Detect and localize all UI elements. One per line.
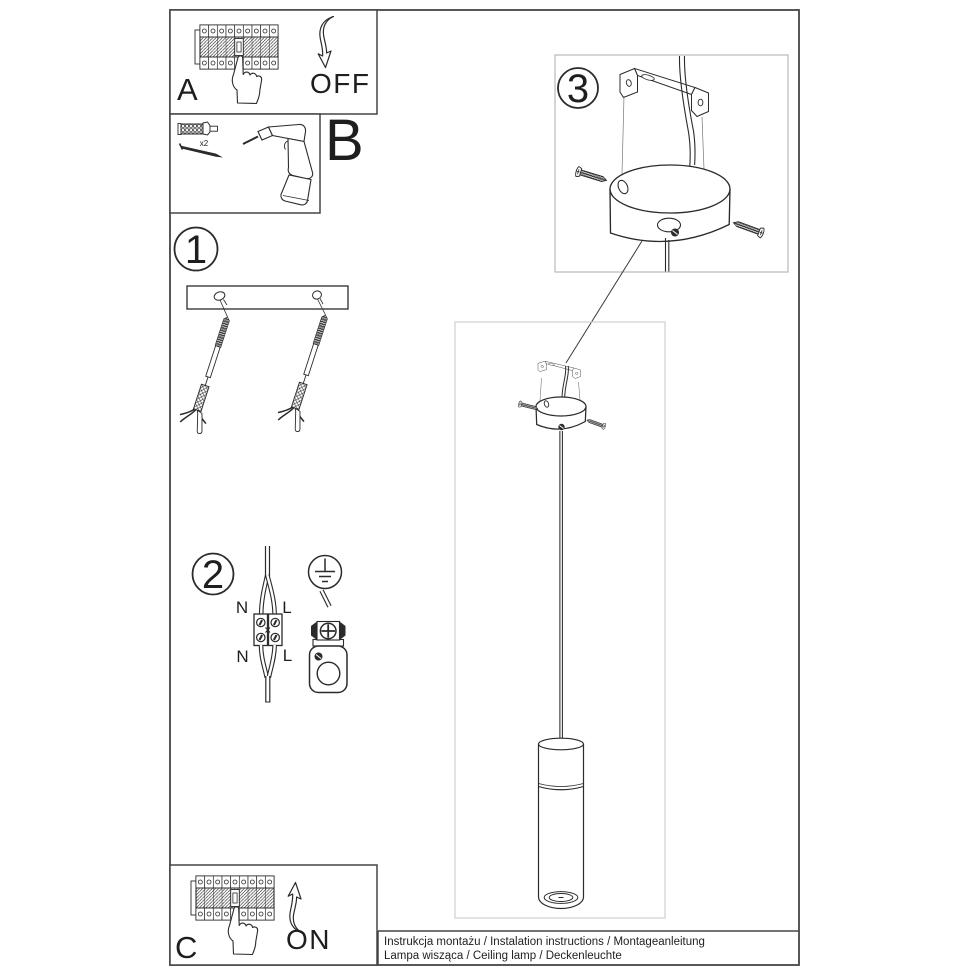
ground-clamp-illustration: [308, 620, 348, 694]
step-3-detail: 3: [554, 54, 789, 273]
live-label-top: L: [282, 598, 291, 617]
canopy-large: [609, 164, 731, 272]
screw-icon: [181, 145, 223, 158]
panel-c-action-label: ON: [286, 924, 331, 955]
panel-b: x2 B: [169, 108, 364, 214]
step-3-number: 3: [567, 67, 589, 111]
panel-a-label: A: [177, 72, 198, 107]
wall-anchor-right: [273, 309, 339, 434]
page-border: [169, 9, 800, 966]
panel-a: OFF A: [169, 9, 378, 115]
wire-split-diagram: [253, 546, 283, 703]
wall-anchor-left: [175, 311, 241, 436]
step-2: 2 N L: [191, 546, 348, 703]
footer: Instrukcja montażu / Instalation instruc…: [377, 930, 799, 965]
footer-product-line: Lampa wisząca / Ceiling lamp / Deckenleu…: [384, 950, 622, 962]
panel-a-action-label: OFF: [310, 68, 371, 99]
neutral-label-top: N: [236, 598, 248, 617]
wall-plug-icon: [177, 121, 218, 136]
step-1-number: 1: [185, 228, 207, 272]
detail-leader-line: [565, 240, 643, 364]
plug-quantity-label: x2: [200, 139, 209, 148]
pendant-lamp-drawing: [454, 321, 666, 919]
mounting-plate: [186, 285, 349, 310]
canopy-small-screw-right: [585, 416, 607, 431]
canopy-small: [535, 396, 587, 431]
lamp-box: [454, 321, 666, 919]
footer-title-line: Instrukcja montażu / Instalation instruc…: [384, 936, 705, 948]
neutral-label-bottom: N: [236, 647, 248, 666]
drill-icon: [242, 123, 314, 206]
live-label-bottom: L: [283, 646, 292, 665]
cylinder-shade: [537, 737, 585, 910]
step-1: 1: [173, 226, 349, 436]
suspension-cable: [559, 431, 563, 744]
step-2-number: 2: [202, 553, 224, 597]
screw-head-line: [178, 143, 184, 150]
panel-b-label: B: [325, 108, 364, 173]
ceiling-bracket-small: [537, 360, 581, 379]
ground-symbol-icon: [307, 554, 343, 590]
panel-c: ON C: [169, 864, 378, 966]
panel-c-label: C: [175, 930, 197, 965]
